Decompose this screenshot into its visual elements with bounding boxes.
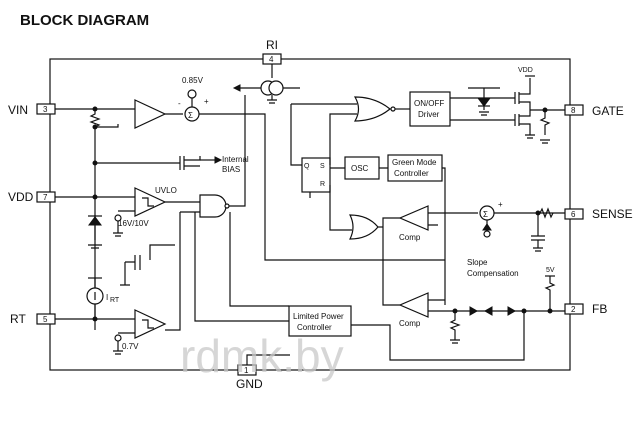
pin-vdd-number: 7 [43,193,48,202]
pin-gnd: 1 GND [236,364,263,391]
slope-label-2: Compensation [467,269,519,278]
pin-rt: RT 5 [10,312,56,326]
fb-resistor [449,311,461,344]
irt-label: I [106,293,108,302]
pin-gnd-label: GND [236,377,263,391]
fb-diode-2 [483,306,493,316]
driver-diode [477,97,491,107]
output-transistor-low [514,110,531,135]
pin-fb-label: FB [592,302,607,316]
slope-label-1: Slope [467,258,488,267]
green-mode-controller [387,154,443,182]
svg-text:Σ: Σ [483,210,488,219]
uvlo-comparator [134,187,167,217]
or-gate-lower [349,214,379,240]
comparator-fb [398,292,429,318]
pin-sense-label: SENSE [592,207,633,221]
and-gate [199,194,227,218]
pin-vdd: VDD 7 [8,190,56,204]
or-gate-top [353,96,391,122]
pin-vin-label: VIN [8,103,28,117]
output-transistor-high [514,78,531,110]
lpc-label-1: Limited Power [293,312,344,321]
zener-diode [88,216,102,226]
ref-085v-source [187,89,197,99]
rt-comparator [134,309,167,339]
pin-ri-number: 4 [269,55,274,64]
fb-5v-label: 5V [546,267,555,274]
comp-label-1: Comp [399,233,421,242]
comparator-current [398,205,429,231]
lpc-label-2: Controller [297,323,332,332]
pin-gnd-number: 1 [244,366,249,375]
internal-bias-label-2: BIAS [222,165,240,174]
fb-diode-1 [469,306,479,316]
pin-gate: 8 GATE [564,104,624,118]
uvlo-threshold-label: 16V/10V [118,219,149,228]
pin-sense: 6 SENSE [564,207,633,221]
pin-gate-label: GATE [592,104,624,118]
svg-text:Σ: Σ [188,111,193,120]
svg-text:+: + [204,97,209,106]
sr-flip-flop [301,157,331,193]
sense-resistor [539,207,554,219]
internal-bias-transistor [179,156,201,170]
on-off-label-1: ON/OFF [414,99,444,108]
vin-amplifier [134,99,167,129]
svg-text:+: + [498,200,503,209]
fb-diode-3 [507,306,517,316]
pin-sense-number: 6 [571,210,576,219]
pin-ri-label: RI [266,38,278,52]
pin-gate-number: 8 [571,106,576,115]
osc-label: OSC [351,164,369,173]
diagram-title: BLOCK DIAGRAM [20,12,149,29]
pin-fb: 2 FB [564,302,607,316]
pin-vin-number: 3 [43,105,48,114]
sense-capacitor [531,213,545,252]
ref-07v-label: 0.7V [122,342,139,351]
vdd-small-label: VDD [518,67,533,74]
pin-fb-number: 2 [571,305,576,314]
on-off-label-2: Driver [418,110,440,119]
slope-source [483,230,491,238]
green-mode-label-1: Green Mode [392,158,437,167]
internal-bias-label-1: Internal [222,155,249,164]
pin-vin: VIN 3 [8,103,56,117]
irt-subscript: RT [110,297,120,304]
vin-resistor [89,109,101,135]
on-off-driver [409,91,451,127]
pin-vdd-label: VDD [8,190,34,204]
svg-text:R: R [320,181,325,188]
ref-085v-label: 0.85V [182,76,204,85]
watermark: rdmk.by [180,330,344,382]
svg-text:Q: Q [304,163,310,170]
svg-text:S: S [320,163,325,170]
uvlo-label: UVLO [155,186,177,195]
pin-rt-number: 5 [43,315,48,324]
limited-power-controller [288,305,352,337]
pin-rt-label: RT [10,312,26,326]
svg-text:-: - [178,99,181,108]
comp-label-2: Comp [399,319,421,328]
pin-ri: RI 4 [262,38,282,65]
green-mode-label-2: Controller [394,169,429,178]
